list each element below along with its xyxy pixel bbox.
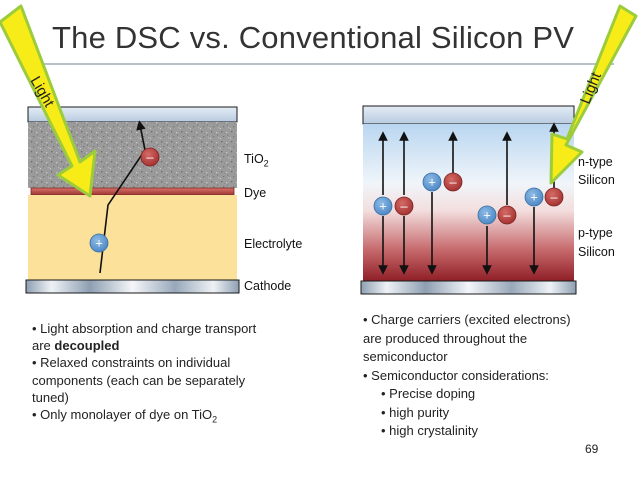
dsc-cell: – + [25,106,240,294]
si-bullet-1: • Charge carriers (excited electrons) ar… [363,312,571,364]
tio2-label-base: TiO [244,152,264,166]
dsc-hole [89,233,109,253]
si-electron-3-sign: – [503,208,511,223]
si-bullet-2: • Semiconductor considerations: [363,367,549,383]
si-hole-2-sign: + [428,175,436,190]
si-hole-1-sign: + [379,199,387,214]
dsc-bullet-3: • Only monolayer of dye on TiO2 [32,407,218,425]
dsc-bullet-2: • Relaxed constraints on individual comp… [32,355,246,405]
si-electron-2 [443,172,463,192]
si-bottom-glass [360,280,577,295]
si-hole-3-sign: + [483,208,491,223]
cathode-glass [25,279,240,294]
tio2-label: TiO2 [244,152,269,172]
p-type-label: p-type Silicon [578,224,615,262]
light-label-right: Light [577,69,605,106]
electrolyte-label: Electrolyte [244,237,303,251]
si-bullets: • Charge carriers (excited electrons) ar… [363,311,585,441]
si-hole-2 [422,172,442,192]
page-number: 69 [585,442,599,456]
dsc-hole-sign: + [95,236,103,251]
si-subbullet-3: • high crystalinity [381,423,479,438]
p-type-line1: p-type [578,226,613,240]
si-electron-1-sign: – [400,199,408,214]
p-type-line2: Silicon [578,245,615,259]
si-electron-1 [394,196,414,216]
dye-label: Dye [244,186,267,200]
light-arrow-left: Light [0,4,97,198]
dsc-bullet-1: • Light absorption and charge transport … [32,321,257,354]
si-cell: + – + – + – + – [360,105,577,295]
si-hole-3 [477,205,497,225]
si-top-glass [362,105,575,125]
si-subbullet-1: • Precise doping [381,386,476,401]
cathode-label: Cathode [244,279,292,293]
si-hole-4 [524,187,544,207]
n-type-line1: n-type [578,155,613,169]
si-electron-4-sign: – [550,190,558,205]
decoupled-emphasis: decoupled [54,338,120,354]
n-type-line2: Silicon [578,173,615,187]
slide-title: The DSC vs. Conventional Silicon PV [52,20,575,55]
electrolyte-layer [28,195,237,280]
si-hole-1 [373,196,393,216]
si-subbullet-2: • high purity [381,404,450,420]
title-underline [24,63,614,65]
electron-arrow [136,120,146,151]
si-electron-4 [544,187,564,207]
dsc-electron [140,147,160,167]
dsc-bullets: • Light absorption and charge transport … [32,320,268,429]
si-electron-2-sign: – [449,175,457,190]
si-electron-3 [497,205,517,225]
tio2-label-sub: 2 [263,158,269,169]
si-hole-4-sign: + [530,190,538,205]
n-type-label: n-type Silicon [578,153,615,189]
dsc-electron-sign: – [146,150,154,165]
dye-layer [30,187,235,196]
si-bulk [363,124,574,281]
